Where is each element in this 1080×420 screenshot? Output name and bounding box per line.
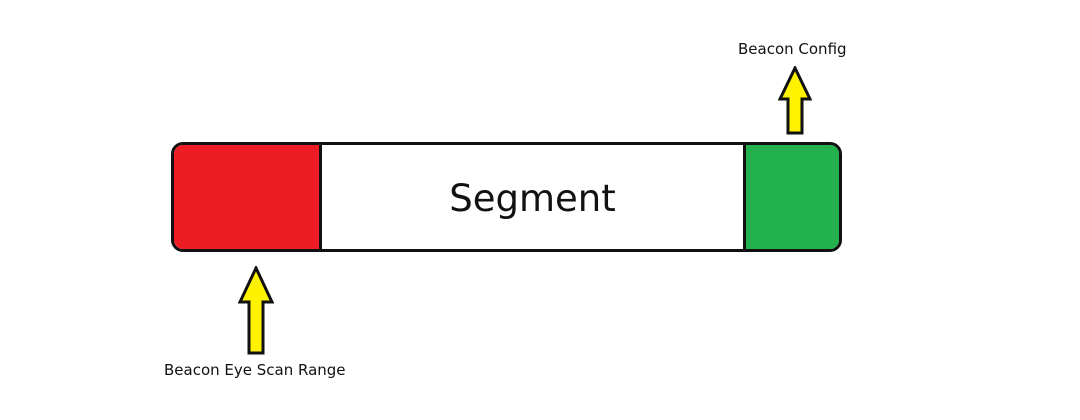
segment-region: Segment	[322, 145, 743, 249]
beacon-eye-scan-range-label: Beacon Eye Scan Range	[164, 361, 346, 379]
beacon-config-region	[743, 145, 839, 249]
scan-range-up-arrow-icon	[238, 266, 274, 355]
beacon-config-up-arrow-icon	[778, 66, 812, 135]
scan-range-region	[174, 145, 322, 249]
beacon-config-label: Beacon Config	[738, 40, 847, 58]
segment-bar: Segment	[171, 142, 842, 252]
segment-label: Segment	[449, 176, 616, 220]
